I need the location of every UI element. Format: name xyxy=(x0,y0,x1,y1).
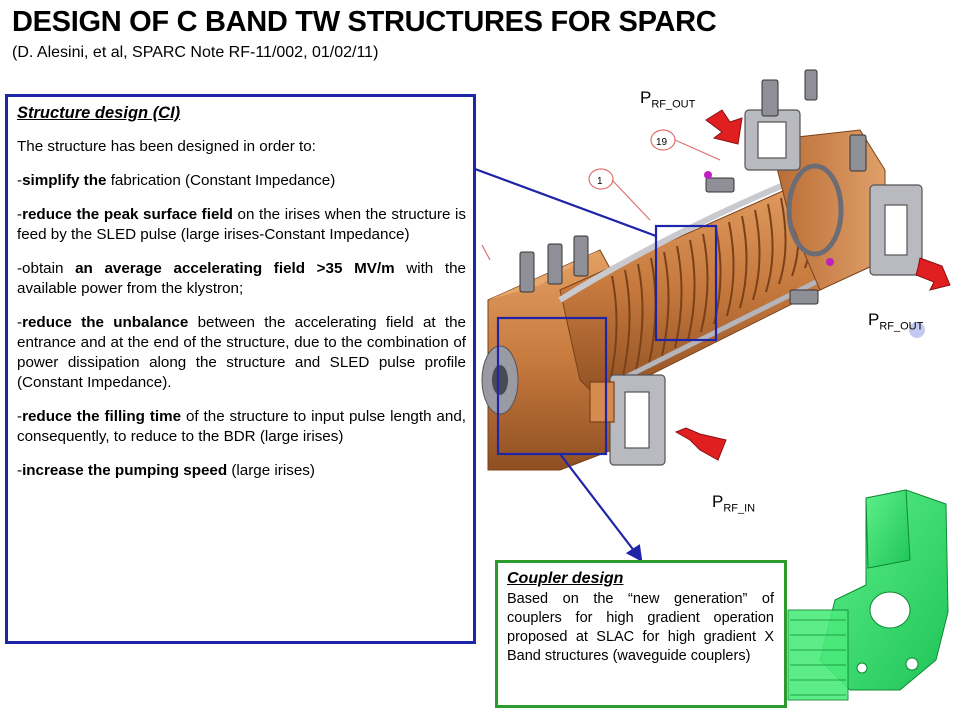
structure-design-title: Structure design (CI) xyxy=(17,104,181,122)
coupler-design-title: Coupler design xyxy=(507,570,624,587)
design-item: -reduce the peak surface field on the ir… xyxy=(17,206,466,243)
coupler-design-text: Based on the “new generation” of coupler… xyxy=(507,591,774,664)
waveguide-flanges xyxy=(589,109,923,466)
page-title: DESIGN OF C BAND TW STRUCTURES FOR SPARC xyxy=(12,6,717,38)
port-label-rf-out-right: PRF_OUT xyxy=(868,310,924,333)
design-item: -reduce the filling time of the structur… xyxy=(17,408,466,445)
design-item: -reduce the unbalance between the accele… xyxy=(17,314,466,391)
callout-num-1: 1 xyxy=(597,176,603,187)
design-item: -obtain an average accelerating field >3… xyxy=(17,260,467,297)
structure-design-panel: Structure design (CI) The structure has … xyxy=(5,94,476,644)
vacuum-fittings xyxy=(519,69,867,305)
structure-design-intro: The structure has been designed in order… xyxy=(17,138,316,155)
highlight-cells-box xyxy=(654,224,718,342)
port-label-rf-in: PRF_IN xyxy=(712,492,756,515)
callout-bubbles xyxy=(481,129,721,261)
coupler-3d-model xyxy=(787,489,949,701)
page-subtitle: (D. Alesini, et al, SPARC Note RF-11/002… xyxy=(12,44,379,61)
coupler-design-panel: Coupler design Based on the “new generat… xyxy=(495,560,787,708)
design-item: -increase the pumping speed (large irise… xyxy=(17,462,315,479)
rf-arrows xyxy=(674,109,951,461)
port-label-rf-out-top: PRF_OUT xyxy=(640,88,696,111)
design-item: -simplify the fabrication (Constant Impe… xyxy=(17,172,336,189)
highlight-coupler-box xyxy=(496,316,608,456)
callout-num-19: 19 xyxy=(656,137,668,148)
